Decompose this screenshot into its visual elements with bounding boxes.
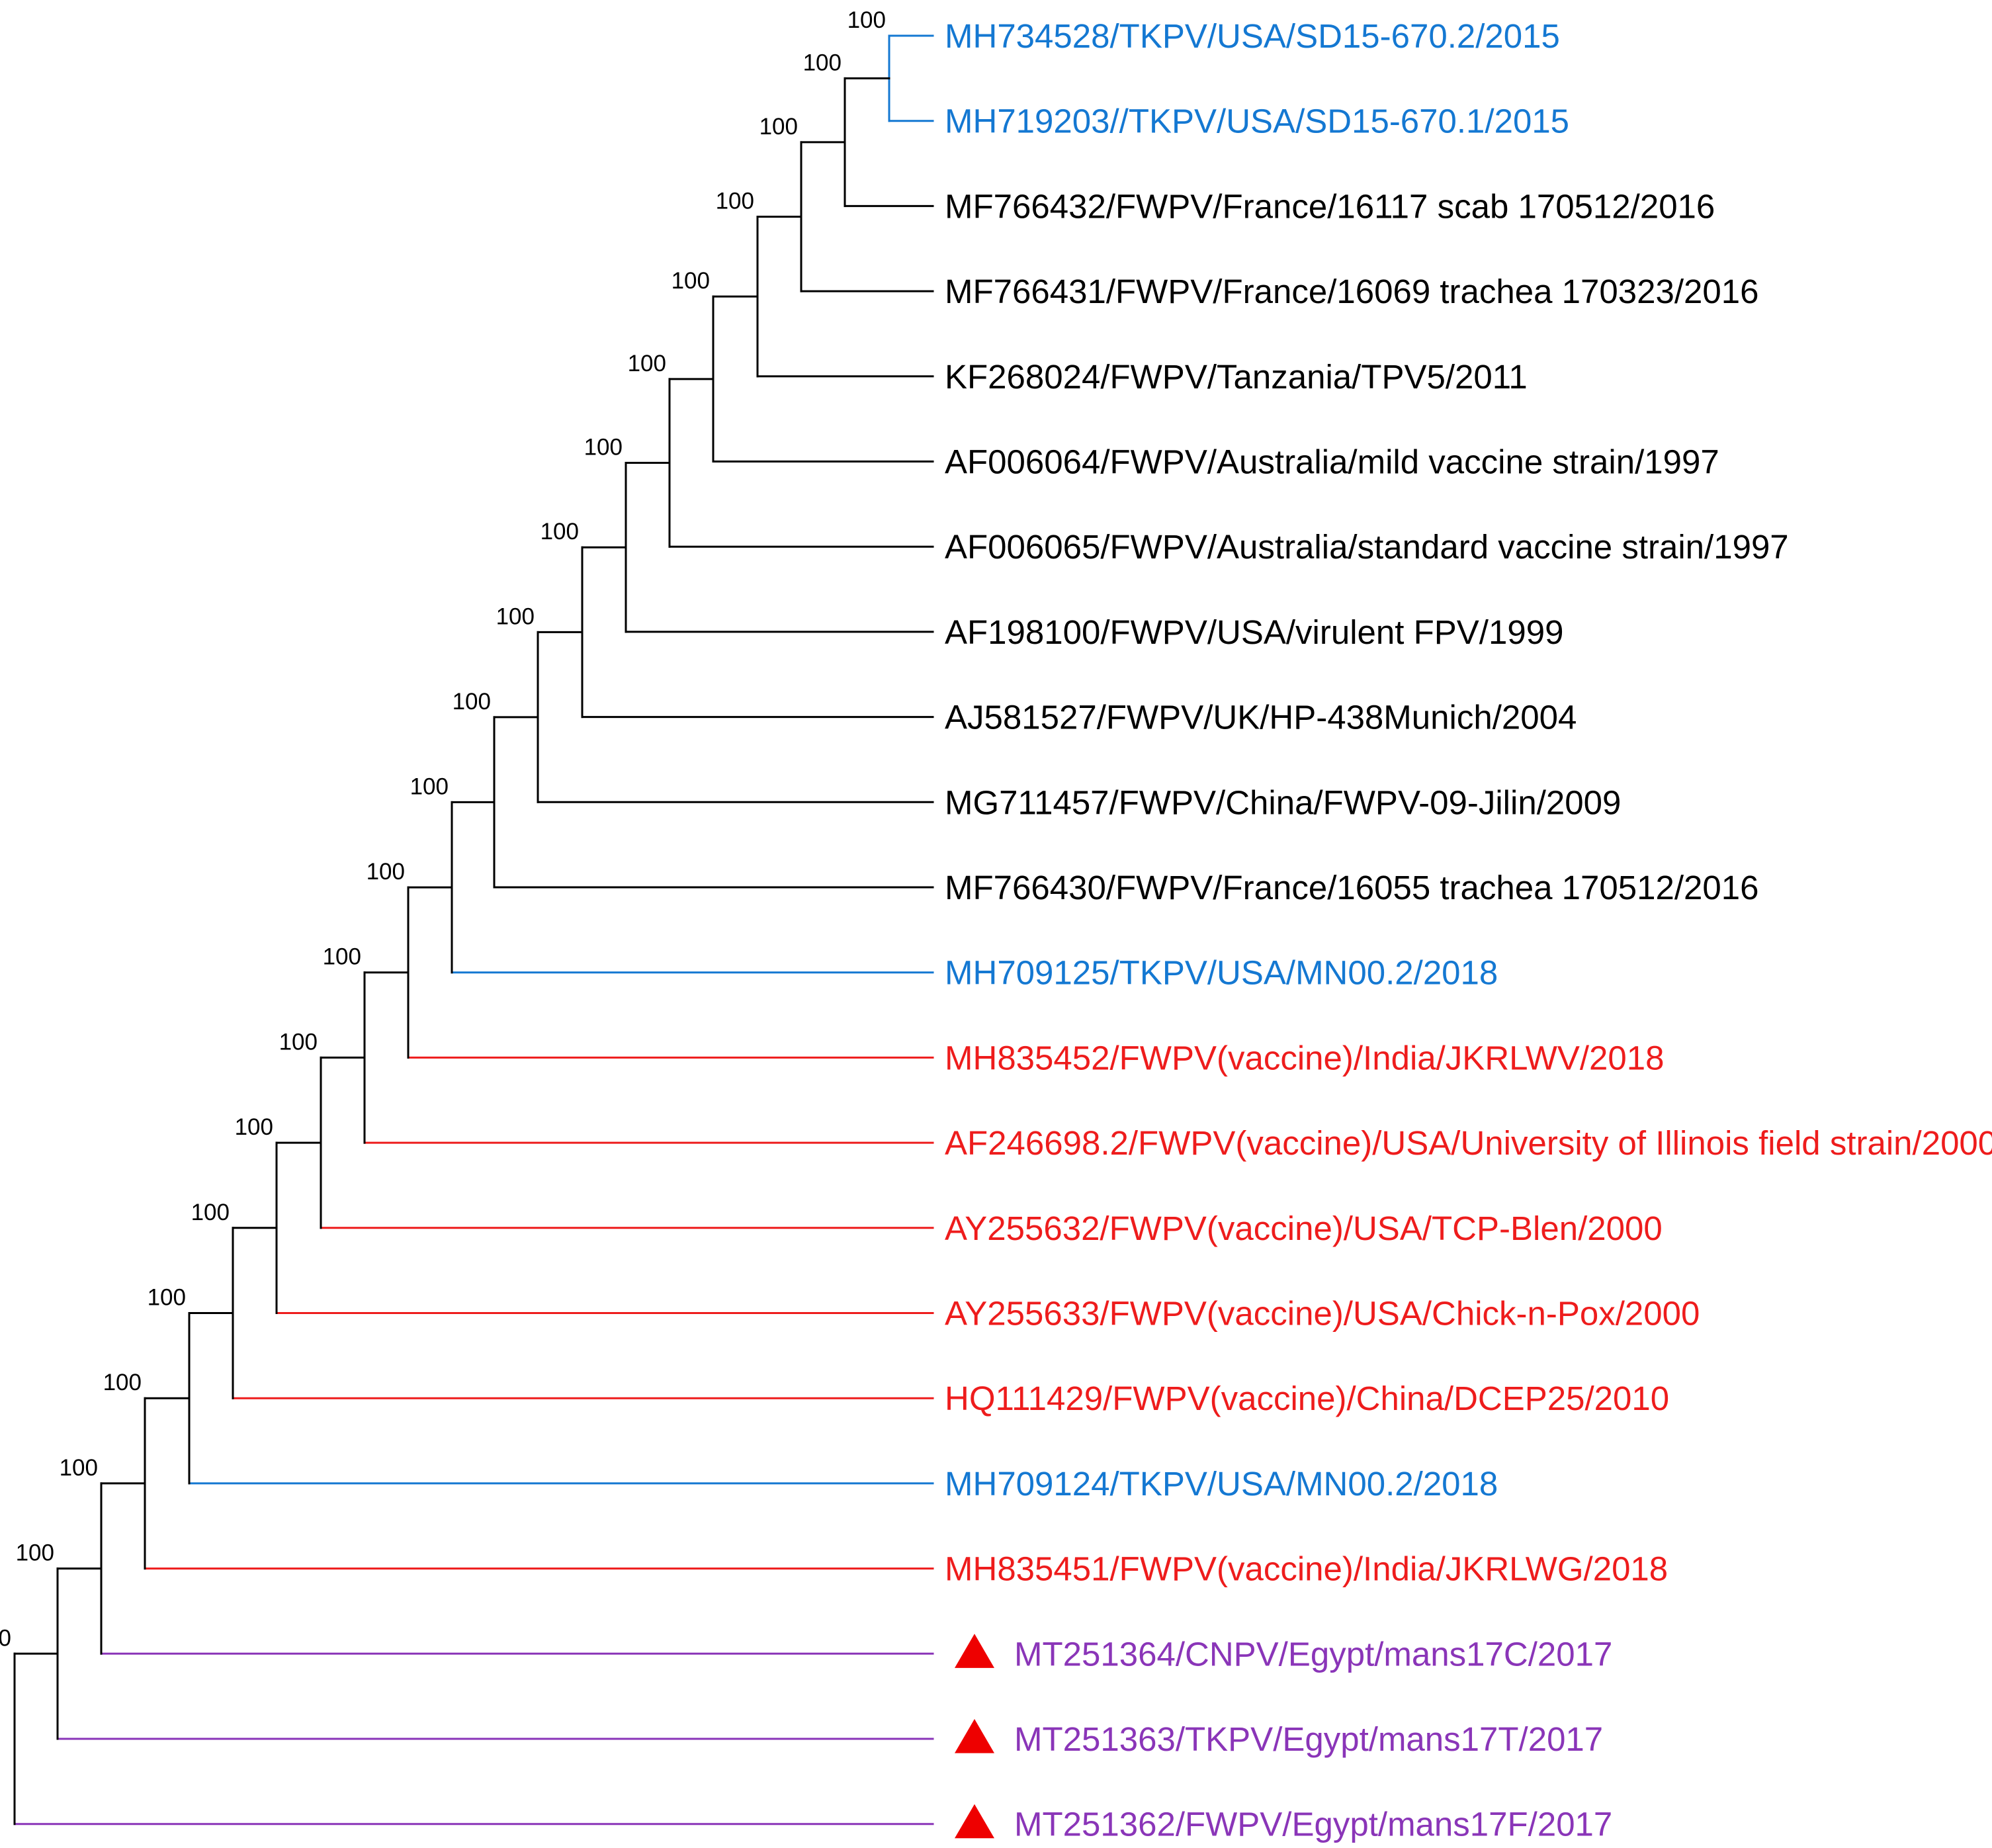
- leaf-label: AY255633/FWPV(vaccine)/USA/Chick-n-Pox/2…: [945, 1295, 1700, 1333]
- bootstrap-value: 100: [496, 603, 535, 629]
- tree-branches: [13, 34, 934, 1826]
- leaf-label: MT251362/FWPV/Egypt/mans17F/2017: [1014, 1806, 1612, 1843]
- leaf-label: MT251364/CNPV/Egypt/mans17C/2017: [1014, 1635, 1612, 1673]
- leaf-label: AY255632/FWPV(vaccine)/USA/TCP-Blen/2000: [945, 1210, 1663, 1247]
- leaf-label: AF198100/FWPV/USA/virulent FPV/1999: [945, 613, 1563, 651]
- triangle-marker-icon: [955, 1634, 994, 1668]
- leaf-label: MH709124/TKPV/USA/MN00.2/2018: [945, 1465, 1498, 1503]
- bootstrap-value: 100: [759, 114, 798, 140]
- triangle-marker-icon: [955, 1804, 994, 1839]
- leaf-label: MH835451/FWPV(vaccine)/India/JKRLWG/2018: [945, 1550, 1668, 1588]
- bootstrap-value: 100: [584, 435, 623, 461]
- leaf-label: MF766430/FWPV/France/16055 trachea 17051…: [945, 869, 1758, 906]
- bootstrap-values: 1001001001001001001001001001001001001001…: [0, 7, 886, 1651]
- bootstrap-value: 100: [279, 1029, 318, 1055]
- leaf-label: MF766432/FWPV/France/16117 scab 170512/2…: [945, 187, 1715, 225]
- bootstrap-value: 100: [235, 1114, 273, 1140]
- leaf-label: MH734528/TKPV/USA/SD15-670.2/2015: [945, 17, 1560, 55]
- bootstrap-value: 100: [628, 351, 666, 376]
- leaf-label: MT251363/TKPV/Egypt/mans17T/2017: [1014, 1720, 1603, 1758]
- bootstrap-value: 100: [0, 1625, 11, 1651]
- bootstrap-value: 100: [148, 1285, 186, 1311]
- leaf-label: AF246698.2/FWPV(vaccine)/USA/University …: [945, 1124, 1992, 1162]
- bootstrap-value: 100: [671, 268, 710, 294]
- leaf-label: MH719203//TKPV/USA/SD15-670.1/2015: [945, 103, 1569, 140]
- bootstrap-value: 100: [191, 1200, 230, 1225]
- leaf-label: MH835452/FWPV(vaccine)/India/JKRLWV/2018: [945, 1039, 1665, 1077]
- leaf-label: MF766431/FWPV/France/16069 trachea 17032…: [945, 273, 1758, 310]
- bootstrap-value: 100: [847, 7, 886, 33]
- bootstrap-value: 100: [323, 944, 361, 970]
- bootstrap-value: 100: [60, 1455, 98, 1481]
- bootstrap-value: 100: [541, 519, 579, 545]
- leaf-label: AF006065/FWPV/Australia/standard vaccine…: [945, 528, 1789, 566]
- leaf-labels: MH734528/TKPV/USA/SD15-670.2/2015MH71920…: [945, 17, 1992, 1843]
- bootstrap-value: 100: [367, 859, 405, 885]
- triangle-markers: [955, 1634, 994, 1839]
- bootstrap-value: 100: [453, 689, 491, 715]
- leaf-label: HQ111429/FWPV(vaccine)/China/DCEP25/2010: [945, 1380, 1669, 1417]
- leaf-label: KF268024/FWPV/Tanzania/TPV5/2011: [945, 358, 1528, 396]
- leaf-label: MG711457/FWPV/China/FWPV-09-Jilin/2009: [945, 783, 1621, 821]
- leaf-label: AF006064/FWPV/Australia/mild vaccine str…: [945, 443, 1719, 481]
- bootstrap-value: 100: [410, 773, 449, 799]
- bootstrap-value: 100: [103, 1370, 142, 1395]
- bootstrap-value: 100: [803, 50, 842, 75]
- leaf-label: AJ581527/FWPV/UK/HP-438Munich/2004: [945, 699, 1577, 736]
- bootstrap-value: 100: [16, 1540, 54, 1566]
- bootstrap-value: 100: [716, 188, 754, 214]
- triangle-marker-icon: [955, 1719, 994, 1753]
- leaf-label: MH709125/TKPV/USA/MN00.2/2018: [945, 954, 1498, 992]
